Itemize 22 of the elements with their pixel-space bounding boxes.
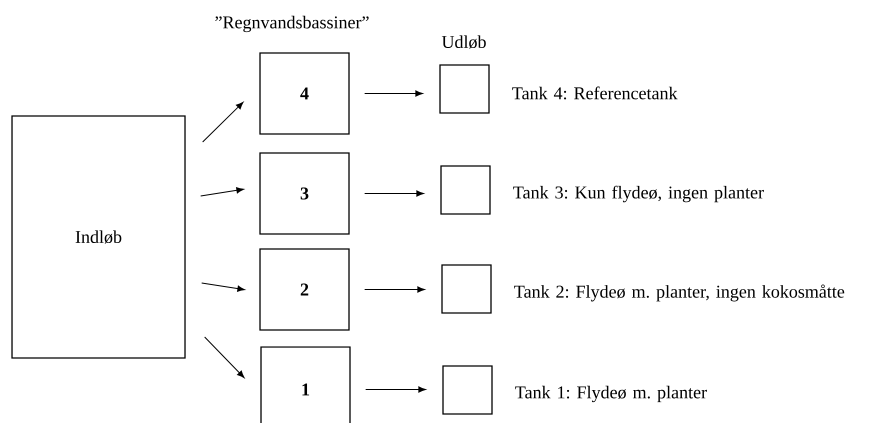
tank-description: Tank 4: Referencetank [512,86,678,100]
tank-description: Tank 1: Flydeø m. planter [515,386,707,402]
arrow [202,102,244,142]
basin-box: 1 [260,346,351,423]
outlet-box [442,365,493,415]
outlet-box [439,64,490,114]
arrow [364,286,425,293]
basin-box: 3 [259,152,350,235]
arrow [365,386,426,393]
arrow [204,336,244,378]
arrow [200,187,244,196]
tank-description: Tank 3: Kun flydeø, ingen planter [513,186,764,202]
arrow [201,282,245,292]
outlet-box [441,264,492,314]
outlet-box [440,165,491,215]
column-heading: ”Regnvandsbassiner” [215,16,369,32]
inlet-box: Indløb [11,115,186,359]
basin-box: 4 [259,52,350,135]
arrow [364,190,424,197]
basin-box: 2 [259,248,350,331]
tank-description: Tank 2: Flydeø m. planter, ingen kokosmåtte [514,284,844,302]
arrow [364,90,423,97]
